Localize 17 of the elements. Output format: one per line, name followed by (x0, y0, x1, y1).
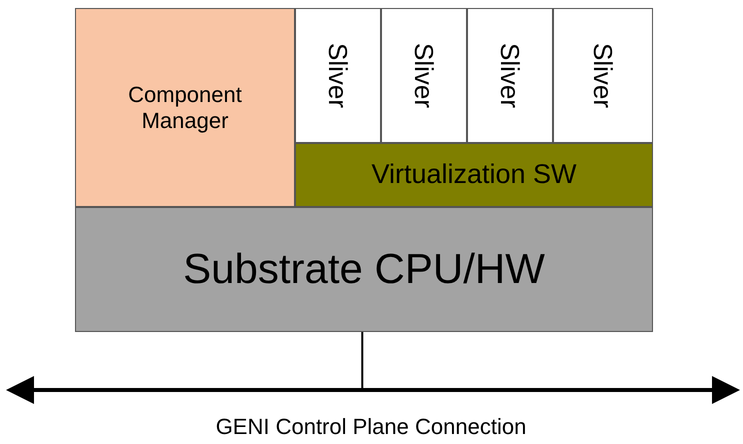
layer-label: Virtualization SW (371, 159, 577, 191)
sliver-box (553, 8, 653, 143)
layer-label: Sliver (325, 42, 351, 108)
layer-band (75, 207, 653, 332)
bus-arrow (6, 376, 740, 404)
caption-label: GENI Control Plane Connection (216, 414, 526, 440)
layer-label: Sliver (497, 42, 523, 108)
layer-label: Sliver (590, 42, 616, 108)
component-box (75, 8, 295, 207)
layer-label: Component Manager (127, 82, 243, 133)
layer-label: Substrate CPU/HW (183, 245, 545, 294)
layer-band (295, 143, 653, 207)
connector-line (361, 332, 364, 388)
sliver-box (381, 8, 467, 143)
layer-label: Sliver (411, 42, 437, 108)
sliver-box (295, 8, 381, 143)
sliver-box (467, 8, 553, 143)
